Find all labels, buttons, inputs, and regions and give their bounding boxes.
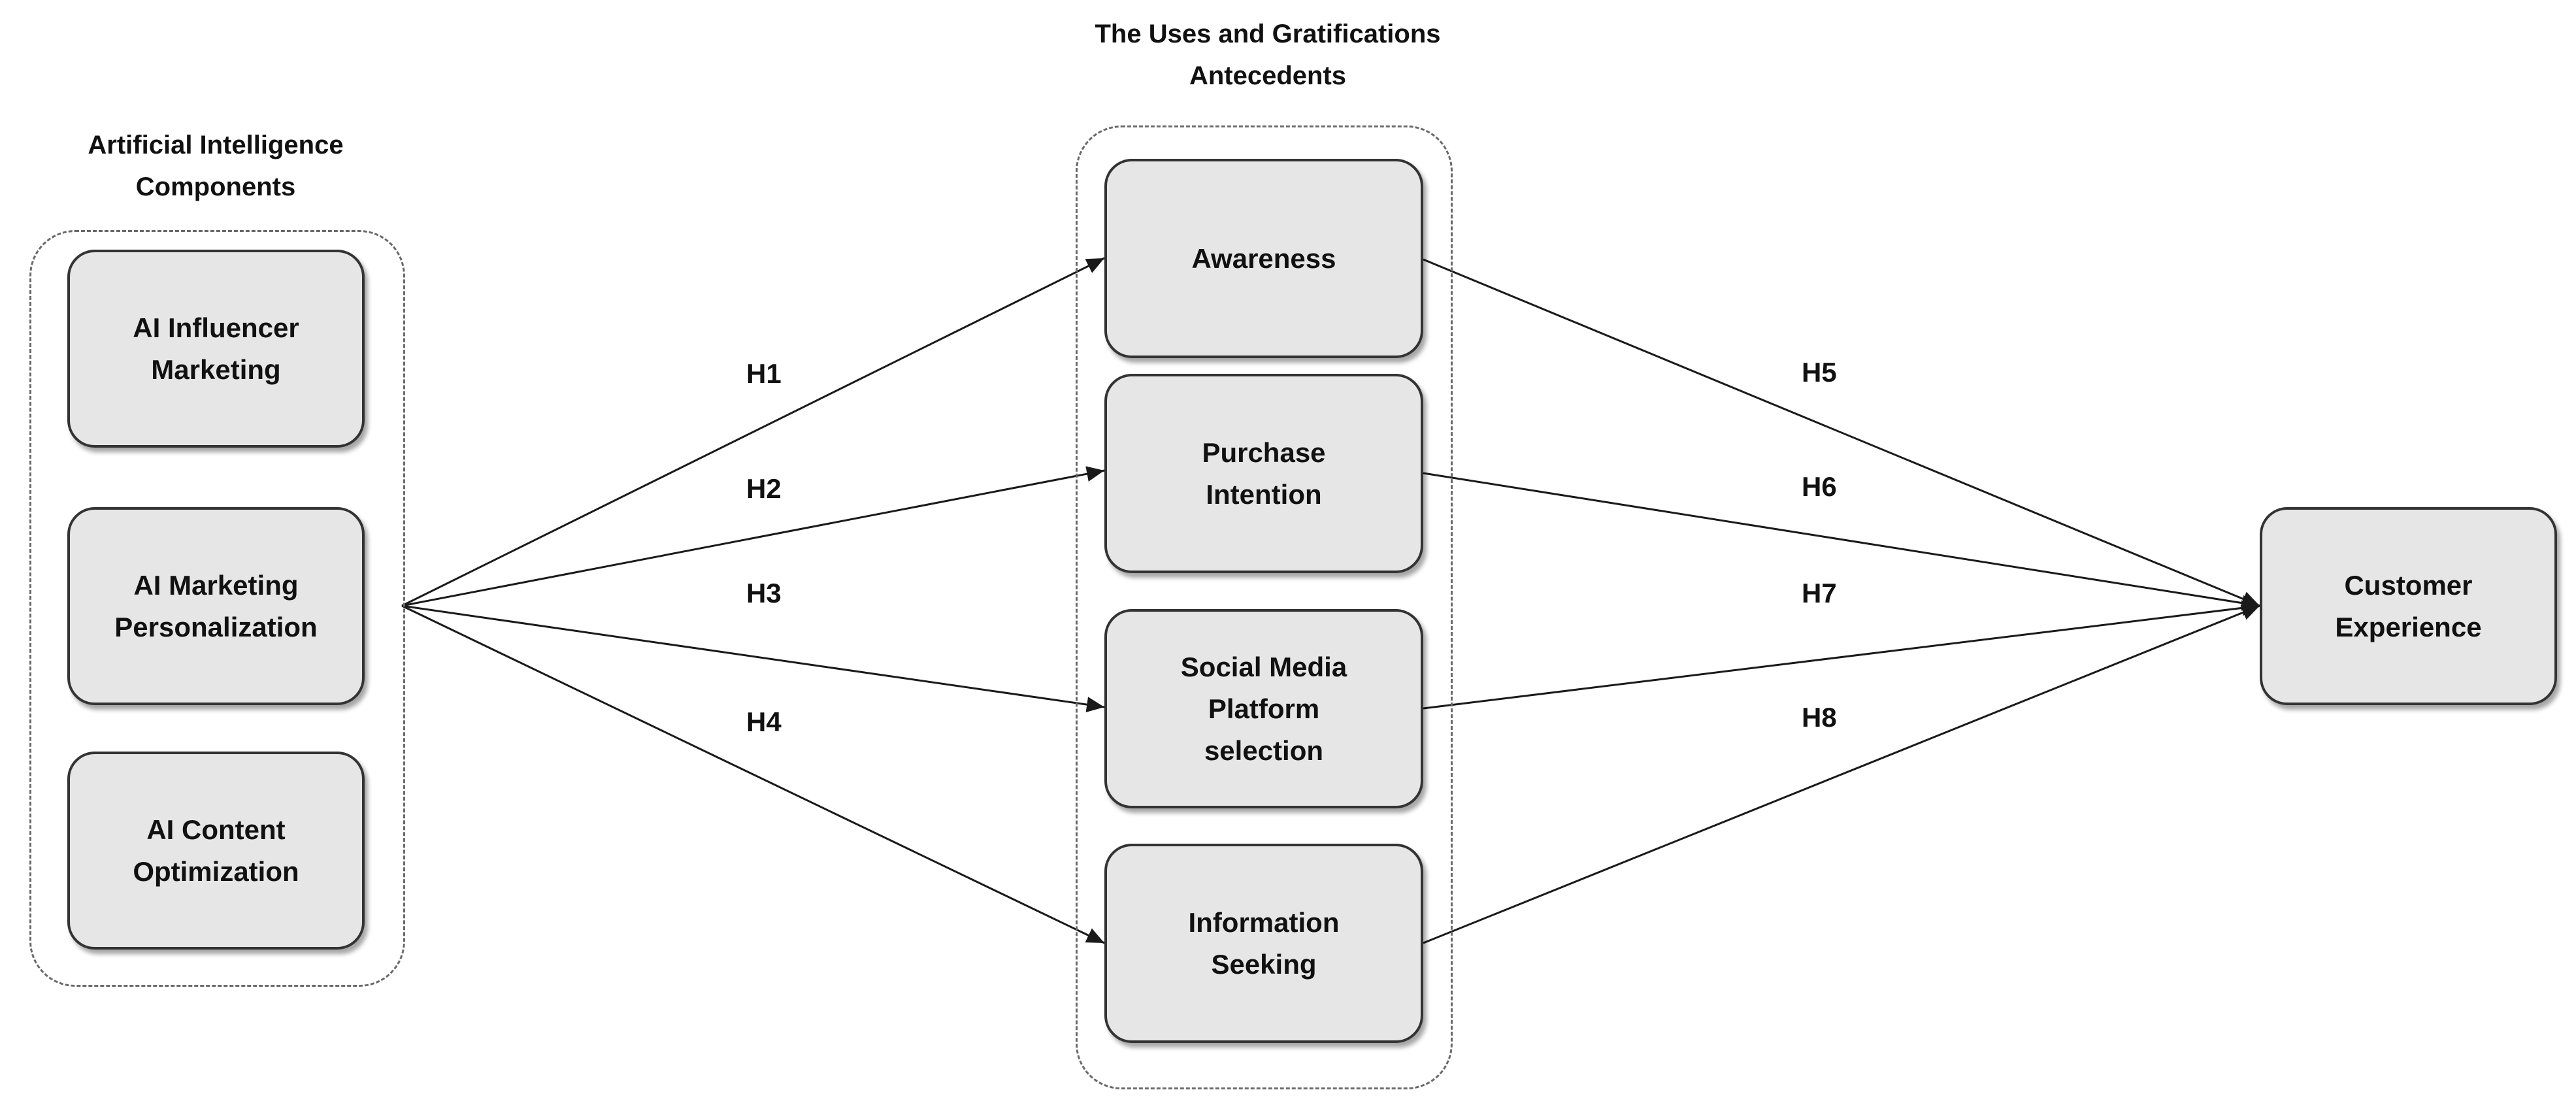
arrow-h2: [401, 466, 1105, 607]
group-title-ai-components: Artificial Intelligence Components: [88, 131, 344, 201]
node-ai-content-optimization: AI Content Optimization: [67, 752, 365, 950]
node-platform-selection: Social Media Platform selection: [1104, 609, 1423, 808]
arrow-h8: [1423, 604, 2260, 944]
node-ai-marketing-personalization: AI Marketing Personalization: [67, 507, 365, 705]
edge-label-h3: H3: [746, 578, 782, 608]
arrow-h7: [1423, 600, 2260, 710]
node-customer-experience: Customer Experience: [2260, 507, 2557, 705]
arrow-h4: [401, 604, 1105, 944]
arrow-h3: [401, 604, 1105, 713]
edge-label-h4: H4: [746, 706, 782, 737]
node-purchase-intention: Purchase Intention: [1104, 374, 1423, 573]
edge-label-h6: H6: [1802, 471, 1837, 502]
arrow-h5: [1423, 258, 2260, 607]
edge-label-h7: H7: [1802, 578, 1837, 608]
group-ai-components: [29, 230, 405, 987]
arrow-h6: [1423, 472, 2260, 611]
group-ug-antecedents: [1076, 125, 1453, 1089]
arrow-h1: [401, 257, 1105, 607]
edge-label-h8: H8: [1802, 702, 1837, 733]
edge-label-h2: H2: [746, 473, 782, 504]
node-information-seeking: Information Seeking: [1104, 844, 1423, 1043]
node-awareness: Awareness: [1104, 159, 1423, 358]
edge-label-h1: H1: [746, 358, 782, 389]
edge-label-h5: H5: [1802, 357, 1837, 388]
node-ai-influencer-marketing: AI Influencer Marketing: [67, 250, 365, 448]
group-title-ug-antecedents: The Uses and Gratifications Antecedents: [1095, 20, 1441, 90]
